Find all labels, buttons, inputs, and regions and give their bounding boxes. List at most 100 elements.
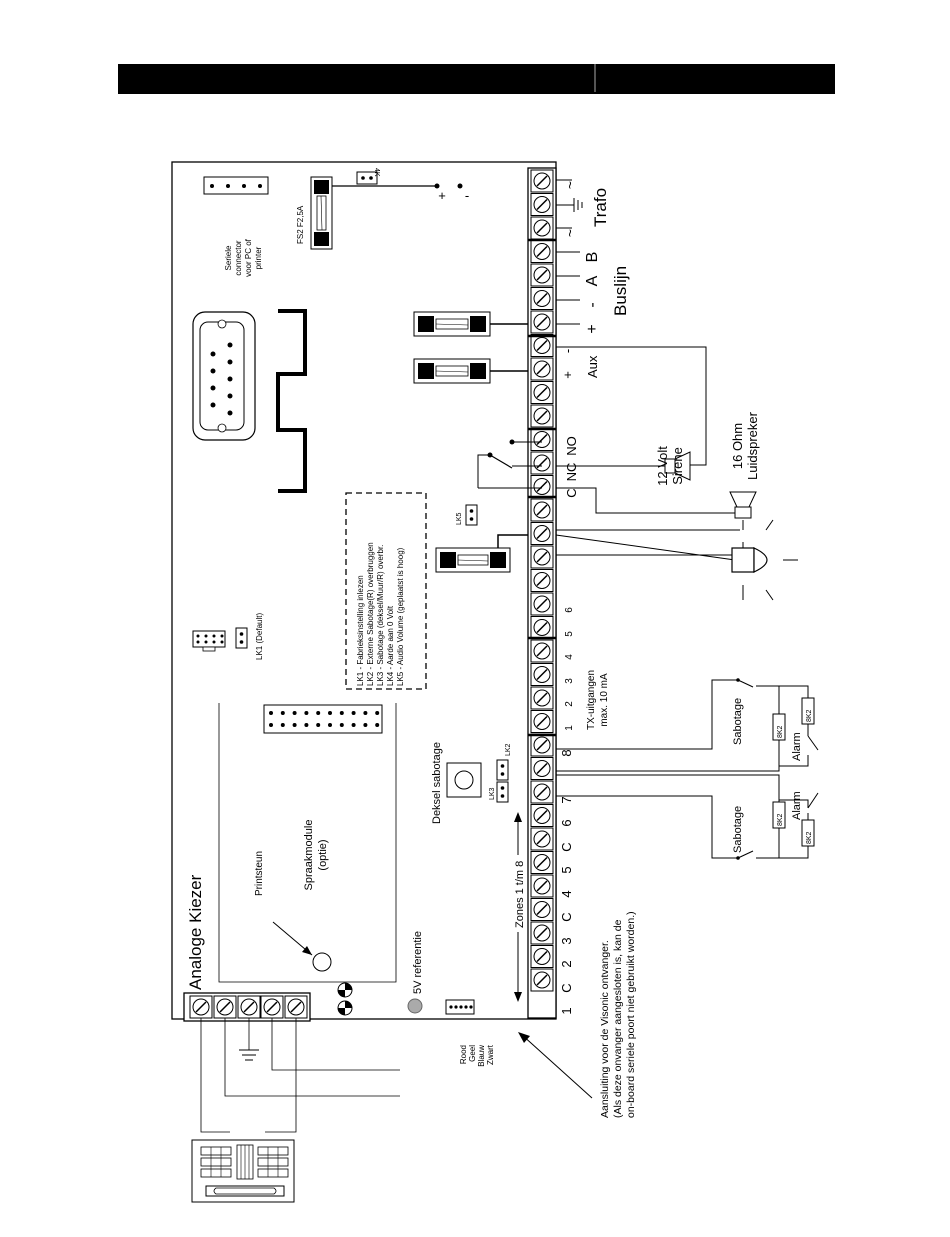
terminal-screw xyxy=(530,545,554,569)
aux-terminal-labels: +- xyxy=(560,349,575,379)
resistor-label: 8K2 xyxy=(806,831,813,844)
svg-text:printer: printer xyxy=(254,246,263,269)
svg-text:Sirene: Sirene xyxy=(670,447,685,485)
ref-5v-led xyxy=(407,998,423,1014)
board-title: Analoge Kiezer xyxy=(186,874,205,990)
flash-light-icon xyxy=(731,519,798,601)
resistor-label: 8K2 xyxy=(777,725,784,738)
zone-terminal-label: C xyxy=(559,983,574,992)
terminal-screw xyxy=(530,239,554,264)
terminal-screw xyxy=(530,451,554,475)
terminal-screw xyxy=(530,357,554,381)
terminal-screw xyxy=(530,521,554,546)
terminal-screw xyxy=(530,756,554,781)
terminal-screw xyxy=(530,286,554,311)
tx-terminal-label: 3 xyxy=(564,678,575,684)
terminal-screw xyxy=(530,333,554,358)
wire-colors: Rood Geel Blauw Zwart xyxy=(459,1044,495,1067)
tx-terminal-label: 2 xyxy=(564,701,575,707)
tx-label: TX-uitgangen max. 10 mA xyxy=(586,670,610,730)
svg-text:LK1 - Fabrieksinstelling inlez: LK1 - Fabrieksinstelling inlezen xyxy=(356,575,365,686)
svg-text:connector: connector xyxy=(234,240,243,275)
link-4k-label: 4K xyxy=(373,168,380,177)
db9-connector-icon xyxy=(192,311,256,441)
terminal-screw xyxy=(530,827,554,851)
zone-terminal-label: 6 xyxy=(559,819,574,826)
tx-terminal-label: 5 xyxy=(564,631,575,637)
header-divider xyxy=(594,64,596,92)
terminal-screw xyxy=(530,474,554,499)
sirene-label: 12 Volt Sirene xyxy=(655,446,685,486)
buslijn-label: Buslijn xyxy=(611,266,630,316)
terminal-screw xyxy=(530,310,554,334)
terminal-screw xyxy=(530,568,554,593)
zone-terminal-label: 1 xyxy=(559,1007,574,1014)
buslijn-terminal-label: + xyxy=(584,324,601,333)
fuse-aux2-icon xyxy=(413,358,491,384)
svg-text:12 Volt: 12 Volt xyxy=(655,446,670,486)
fuse-aux-icon xyxy=(413,311,491,337)
terminal-screw xyxy=(530,498,554,522)
terminal-screw xyxy=(530,404,554,428)
tx-terminal-label: 1 xyxy=(564,725,575,731)
sirene-icon xyxy=(664,451,691,481)
terminal-screw xyxy=(530,803,554,828)
terminal-screw xyxy=(530,169,554,193)
terminal-screw xyxy=(530,874,554,898)
terminal-screw xyxy=(530,686,554,710)
svg-text:Blauw: Blauw xyxy=(477,1045,486,1067)
terminal-screws xyxy=(530,169,554,992)
tx-terminal-label: 4 xyxy=(564,654,575,660)
sabotage-label-bottom: Sabotage xyxy=(732,806,744,853)
terminal-screw xyxy=(530,639,554,663)
terminal-screw xyxy=(530,380,554,405)
svg-text:LK2 - Externe Sabotage(R) over: LK2 - Externe Sabotage(R) overbruggen xyxy=(366,542,375,686)
svg-text:16 Ohm: 16 Ohm xyxy=(730,423,745,469)
header-4pin xyxy=(203,176,269,195)
plus-sign: + xyxy=(438,188,446,203)
svg-text:Luidspreker: Luidspreker xyxy=(745,411,760,480)
lk5-label: LK5 xyxy=(456,512,463,525)
sabotage-label-top: Sabotage xyxy=(732,698,744,745)
svg-text:(Als deze onvanger aangesloten: (Als deze onvanger aangesloten is, kan d… xyxy=(612,919,624,1118)
lk2-label: LK2 xyxy=(505,743,512,756)
zone-terminal-label: 5 xyxy=(559,866,574,873)
terminal-screw xyxy=(530,192,554,217)
buslijn-terminal-label: - xyxy=(584,302,601,307)
terminal-screw xyxy=(530,733,554,757)
svg-text:on-board seriele poort niet ge: on-board seriele poort niet gebruikt wor… xyxy=(625,911,637,1118)
svg-text:Geel: Geel xyxy=(468,1045,477,1062)
mounting-hole-icon xyxy=(337,982,353,1016)
zone-terminal-label: 2 xyxy=(559,960,574,967)
lk1-default-label: LK1 (Default) xyxy=(255,613,264,660)
serial-connector-label: Seriele connector voor PC of printer xyxy=(224,238,263,277)
resistor-label: 8K2 xyxy=(777,813,784,826)
svg-text:LK5 - Audio Volume (geplaatst: LK5 - Audio Volume (geplaatst is hoog) xyxy=(396,547,405,686)
svg-text:Aansluiting voor de Visonic on: Aansluiting voor de Visonic ontvanger. xyxy=(599,940,611,1118)
tx-terminal-labels: 1 2 3 4 5 6 xyxy=(564,607,575,731)
spraakmodule-label: Spraakmodule (optie) xyxy=(303,820,329,891)
zone-terminal-label: C xyxy=(559,912,574,921)
terminal-screw xyxy=(530,709,554,734)
ref-5v-label: 5V referentie xyxy=(412,931,424,994)
trafo-terminal-label: ~ xyxy=(562,181,578,189)
alarm-label-top: Alarm xyxy=(791,732,803,761)
aux-terminal-label: - xyxy=(560,349,575,353)
luidspreker-label: 16 Ohm Luidspreker xyxy=(730,411,760,480)
fuse-fs2-label: FS2 F2,5A xyxy=(296,205,305,244)
zone-terminal-label: 8 xyxy=(559,749,574,756)
trafo-terminal-label: ~ xyxy=(562,229,578,237)
svg-text:LK4 - Aarde aan 0 Volt: LK4 - Aarde aan 0 Volt xyxy=(386,605,395,686)
deksel-sabotage-label: Deksel sabotage xyxy=(431,742,443,824)
aux-terminal-label: + xyxy=(560,371,575,379)
relay-terminal-label: NO xyxy=(564,436,579,456)
svg-text:Rood: Rood xyxy=(459,1045,468,1064)
svg-text:(optie): (optie) xyxy=(317,839,329,870)
fuse-fs2-icon xyxy=(310,176,333,250)
svg-text:max. 10 mA: max. 10 mA xyxy=(599,673,610,727)
phone-socket-icon xyxy=(191,1139,295,1203)
tx-terminal-label: 6 xyxy=(564,607,575,613)
terminal-screw xyxy=(530,968,554,992)
